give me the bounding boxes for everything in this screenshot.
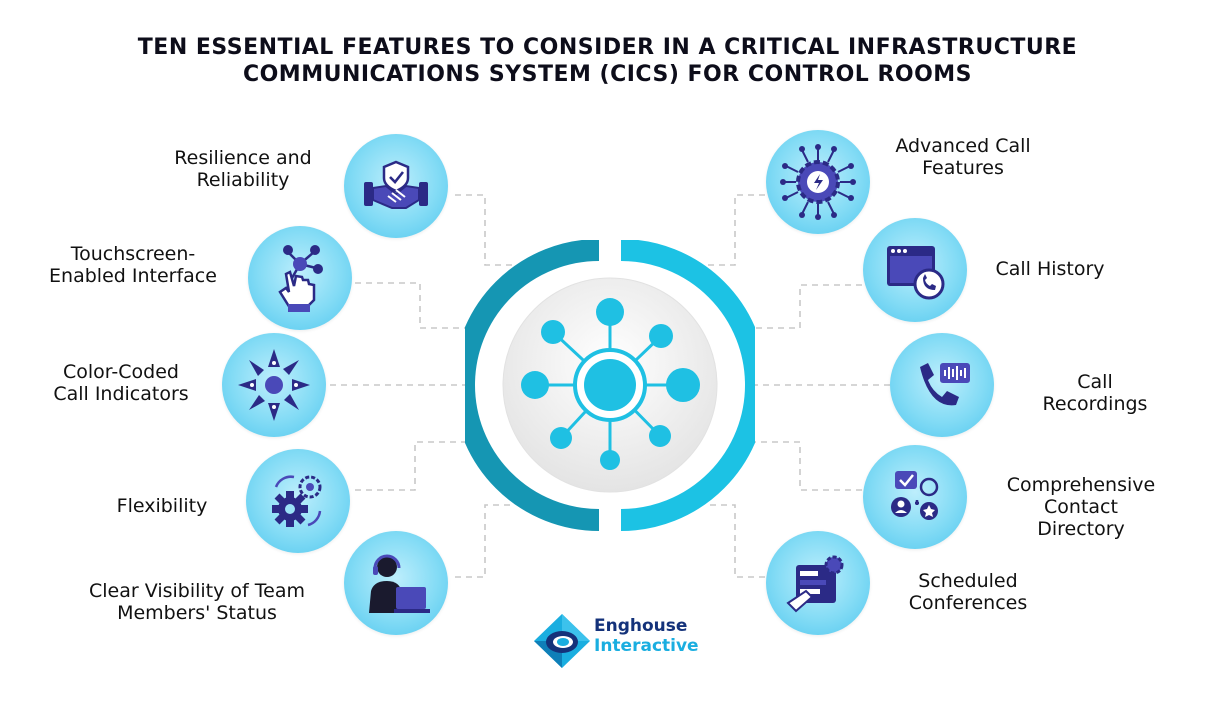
feature-label-touchscreen: Touchscreen- Enabled Interface [49,243,217,287]
feature-circle-call-recordings [890,333,994,437]
feature-label-conferences: Scheduled Conferences [908,570,1028,614]
feature-circle-visibility [344,531,448,635]
feature-circle-contact-directory [863,445,967,549]
feature-circle-resilience [344,134,448,238]
feature-circle-flexibility [246,449,350,553]
feature-label-call-history: Call History [995,258,1105,280]
feature-label-visibility: Clear Visibility of Team Members' Status [89,580,305,624]
logo-text-line-1: Enghouse [594,616,688,636]
connector-left-2 [355,282,475,329]
network-hub-icon [521,298,700,470]
hub-ring-left [465,240,600,531]
conference-screen-icon [786,555,844,613]
hub-ring-right [620,240,755,531]
feature-label-advanced-call: Advanced Call Features [895,135,1031,179]
gears-icon [272,475,322,527]
feature-circle-call-history [863,218,967,322]
logo-text-line-2: Interactive [594,636,699,656]
feature-label-color-coded: Color-Coded Call Indicators [53,361,189,405]
feature-circle-conferences [766,531,870,635]
hands-circle-icon [238,349,310,421]
enghouse-logo: Enghouse Interactive [532,612,699,670]
handshake-shield-icon [364,160,428,209]
connector-right-2 [745,284,862,329]
connector-right-5 [705,504,765,578]
circuit-gear-icon [780,144,856,220]
title-line-2: COMMUNICATIONS SYSTEM (CICS) FOR CONTROL… [242,62,973,87]
enghouse-logo-icon [534,614,590,668]
directory-icon [891,471,939,520]
browser-phone-icon [887,246,945,300]
feature-circle-touchscreen [248,226,352,330]
connector-left-4 [355,441,475,491]
title-line-1: TEN ESSENTIAL FEATURES TO CONSIDER IN A … [137,35,1078,60]
agent-headset-icon [369,554,430,613]
connector-left-1 [455,194,515,266]
feature-label-contact-directory: Comprehensive Contact Directory [1006,474,1156,540]
feature-circle-color-coded [222,333,326,437]
connector-right-4 [745,441,862,491]
feature-label-call-recordings: Call Recordings [1042,371,1148,415]
feature-label-flexibility: Flexibility [116,495,208,517]
central-hub [465,240,755,531]
page-title: TEN ESSENTIAL FEATURES TO CONSIDER IN A … [0,34,1215,88]
feature-circle-advanced-call [766,130,870,234]
touch-hand-icon [278,245,323,312]
phone-wave-icon [920,363,970,406]
feature-label-resilience: Resilience and Reliability [174,147,312,191]
connector-right-1 [705,194,765,266]
connector-left-5 [455,504,515,578]
